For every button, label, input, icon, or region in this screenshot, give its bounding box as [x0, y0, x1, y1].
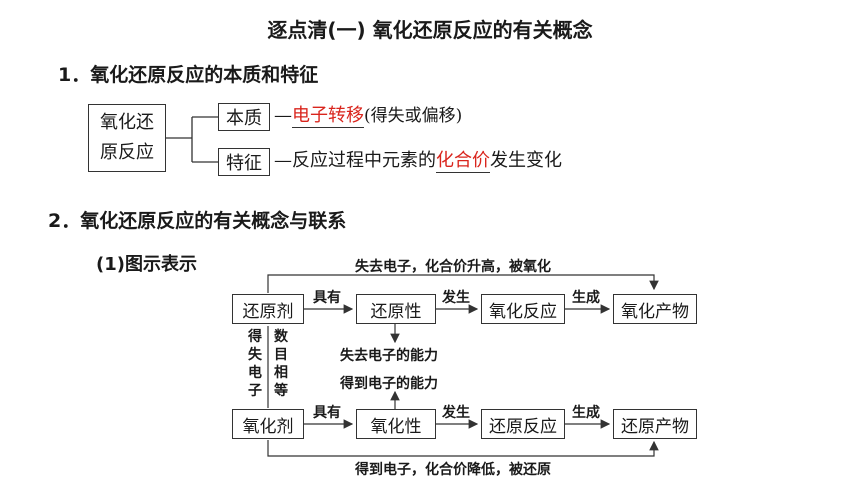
- essence-label-box: 本质: [218, 103, 270, 131]
- box-reduction-reaction: 还原反应: [481, 409, 565, 439]
- box-reducing-agent: 还原剂: [232, 294, 304, 324]
- feature-prefix: —反应过程中元素的: [274, 150, 436, 171]
- vertical-gain-lose-electrons: 得失电子: [248, 329, 262, 399]
- essence-row: —电子转移(得失或偏移): [274, 103, 462, 129]
- box-reduction-product: 还原产物: [613, 409, 697, 439]
- label-undergo-bottom: 发生: [442, 405, 470, 421]
- feature-row: —反应过程中元素的化合价发生变化: [274, 148, 562, 174]
- feature-label-box: 特征: [218, 148, 270, 176]
- box-reducibility: 还原性: [356, 294, 436, 324]
- essence-note: (得失或偏移): [364, 106, 463, 126]
- concept-line-1: 氧化还: [100, 112, 154, 133]
- box-oxidation-reaction: 氧化反应: [481, 294, 565, 324]
- label-produce-bottom: 生成: [572, 405, 600, 421]
- concept-box: 氧化还 原反应: [88, 104, 166, 172]
- section2-subheading: (1)图示表示: [96, 254, 197, 275]
- label-produce-top: 生成: [572, 290, 600, 306]
- feature-answer: 化合价: [436, 150, 490, 173]
- vertical-equal-number: 数目相等: [274, 329, 288, 399]
- top-loop-label: 失去电子，化合价升高，被氧化: [355, 259, 551, 275]
- feature-suffix: 发生变化: [490, 150, 562, 171]
- box-oxidation-product: 氧化产物: [613, 294, 697, 324]
- essence-answer: 电子转移: [292, 105, 364, 128]
- box-oxidizability: 氧化性: [356, 409, 436, 439]
- box-oxidizing-agent: 氧化剂: [232, 409, 304, 439]
- section2-heading: 2．氧化还原反应的有关概念与联系: [48, 210, 347, 232]
- essence-dash: —: [274, 105, 292, 126]
- label-have-top: 具有: [313, 290, 341, 306]
- ability-gain-electrons: 得到电子的能力: [340, 376, 438, 392]
- label-have-bottom: 具有: [313, 405, 341, 421]
- page-title: 逐点清(一) 氧化还原反应的有关概念: [267, 18, 593, 42]
- concept-line-2: 原反应: [100, 142, 154, 163]
- bottom-loop-label: 得到电子，化合价降低，被还原: [355, 462, 551, 478]
- section1-heading: 1．氧化还原反应的本质和特征: [58, 64, 319, 86]
- label-undergo-top: 发生: [442, 290, 470, 306]
- ability-lose-electrons: 失去电子的能力: [340, 348, 438, 364]
